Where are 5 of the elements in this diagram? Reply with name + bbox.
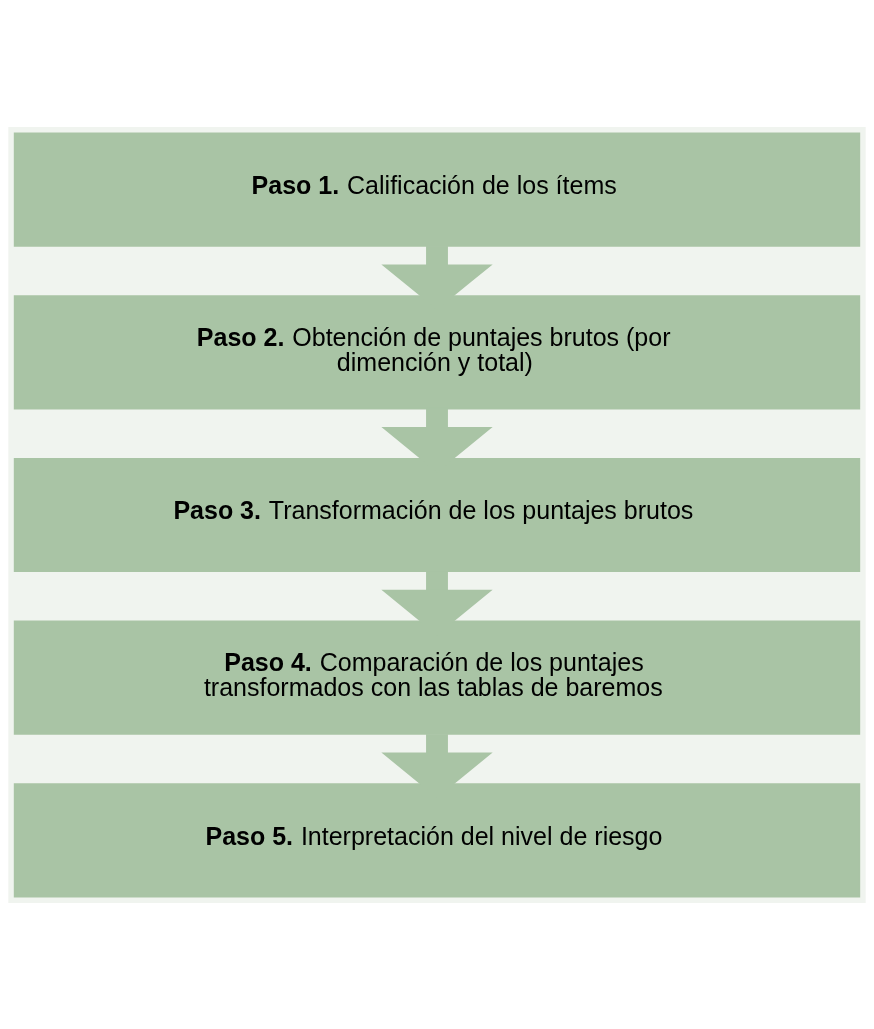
node-box: Paso 5. Interpretación del nivel de riesgo [13, 782, 861, 897]
node-box: Paso 3. Transformación de los puntajes brutos [13, 457, 861, 572]
node-box: Paso 4. Comparación de los puntajes transformados con las tablas de baremos [13, 620, 861, 735]
node-box: Paso 1. Calificación de los ítems [13, 132, 861, 247]
node-box: Paso 2. Obtención de puntajes brutos (por dimención y total) [13, 294, 861, 409]
